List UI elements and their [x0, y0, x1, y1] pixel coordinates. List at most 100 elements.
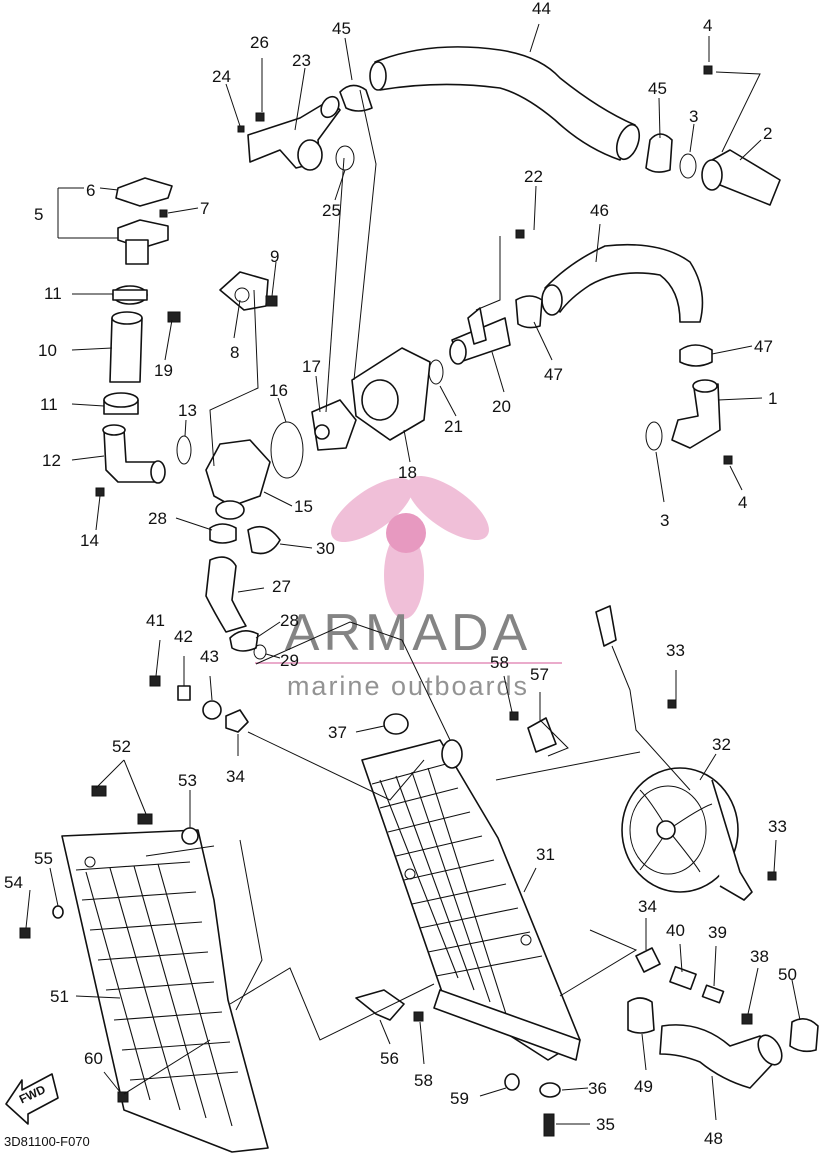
- label-part-10: 10: [38, 341, 57, 360]
- part-33-screw-right: [767, 871, 777, 881]
- label-part-20: 20: [492, 397, 511, 416]
- label-part-13: 13: [178, 401, 197, 420]
- part-35-bolt: [543, 1113, 555, 1137]
- label-part-43: 43: [200, 647, 219, 666]
- label-part-55: 55: [34, 849, 53, 868]
- label-part-40: 40: [666, 921, 685, 940]
- part-36-washer: [539, 1082, 561, 1098]
- label-part-47-mid: 47: [544, 365, 563, 384]
- part-40-collar: [669, 965, 697, 991]
- part-4-screw-top: [703, 65, 713, 75]
- label-part-14: 14: [80, 531, 99, 550]
- part-52-tab: [91, 785, 107, 797]
- part-17-thermostat-valve: [314, 424, 330, 440]
- label-part-60: 60: [84, 1049, 103, 1068]
- part-44-hose: [374, 46, 636, 161]
- part-number-labels: 1 2 3 3 4 4 5 6 7 8 9 10 11 11 12 13 14 …: [4, 0, 797, 1148]
- label-part-50: 50: [778, 965, 797, 984]
- part-32-connector: [595, 605, 617, 647]
- label-part-26: 26: [250, 33, 269, 52]
- part-45-clamp-b: [645, 133, 673, 173]
- part-23-pipe-end-b: [320, 95, 340, 119]
- part-39-spacer: [701, 984, 725, 1004]
- part-1-elbow-top: [692, 379, 718, 393]
- fwd-direction-badge: FWD: [5, 1073, 59, 1125]
- part-34-bracket: [225, 709, 249, 733]
- label-part-38: 38: [750, 947, 769, 966]
- propeller-logo-icon: [331, 475, 489, 619]
- label-part-19: 19: [154, 361, 173, 380]
- part-55-washer: [52, 905, 64, 919]
- label-part-23: 23: [292, 51, 311, 70]
- part-10-hose: [109, 317, 143, 383]
- label-part-31: 31: [536, 845, 555, 864]
- part-45-clamp: [339, 84, 373, 112]
- label-part-42: 42: [174, 627, 193, 646]
- part-44-hose-end-b: [615, 123, 641, 161]
- part-19-bolt: [167, 311, 181, 323]
- label-part-54: 54: [4, 873, 23, 892]
- label-part-5: 5: [34, 205, 43, 224]
- part-4-screw-right: [723, 455, 733, 465]
- part-3-oring-top: [679, 153, 697, 179]
- label-part-17: 17: [302, 357, 321, 376]
- part-7-screw: [159, 209, 168, 218]
- label-part-44: 44: [532, 0, 551, 18]
- part-5-filler-tube: [125, 239, 149, 265]
- label-part-1: 1: [768, 389, 777, 408]
- label-part-56: 56: [380, 1049, 399, 1068]
- label-part-36: 36: [588, 1079, 607, 1098]
- part-28-clamp-b: [229, 630, 259, 652]
- label-part-9: 9: [270, 247, 279, 266]
- label-part-45-right: 45: [648, 79, 667, 98]
- label-part-4-right: 4: [738, 493, 747, 512]
- part-15-housing-outlet: [215, 500, 245, 520]
- label-part-15: 15: [294, 497, 313, 516]
- part-60-screw: [117, 1091, 129, 1103]
- part-41-bolt: [149, 675, 161, 687]
- label-part-48: 48: [704, 1129, 723, 1148]
- label-part-58-bottom: 58: [414, 1071, 433, 1090]
- part-30-clamp: [247, 525, 281, 555]
- part-38-bolt: [741, 1013, 753, 1025]
- part-15-housing: [205, 439, 271, 507]
- part-33-screw-top: [667, 699, 677, 709]
- part-42-collar: [177, 685, 191, 701]
- label-part-28-top: 28: [148, 509, 167, 528]
- part-32-fan: [621, 767, 753, 901]
- label-part-33-right: 33: [768, 817, 787, 836]
- label-part-11-top: 11: [44, 284, 62, 303]
- label-part-37: 37: [328, 723, 347, 742]
- part-13-oring: [176, 435, 192, 465]
- part-14-screw: [95, 487, 105, 497]
- part-8-plate-hole: [234, 287, 250, 303]
- part-11-rubber-bottom-top: [103, 392, 139, 408]
- part-1-elbow: [671, 383, 721, 449]
- part-21-oring: [428, 359, 444, 385]
- part-46-hose-end: [541, 284, 563, 316]
- part-6-cap: [115, 177, 173, 207]
- label-part-34-right: 34: [638, 897, 657, 916]
- part-54-screw: [19, 927, 31, 939]
- watermark-logo: ARMADA marine outboards: [255, 475, 562, 701]
- part-12-elbow-top: [102, 424, 126, 436]
- part-24-screw: [237, 125, 245, 133]
- part-48-hose-end: [757, 1034, 783, 1066]
- label-part-6: 6: [86, 181, 95, 200]
- part-22-screw: [515, 229, 525, 239]
- leader-lines: [25, 23, 801, 1125]
- label-part-59: 59: [450, 1089, 469, 1108]
- parts-drawing: FWD: [5, 23, 819, 1153]
- label-part-7: 7: [200, 199, 209, 218]
- part-20-bracket: [467, 307, 487, 345]
- label-part-24: 24: [212, 67, 231, 86]
- part-9-nut: [265, 295, 278, 307]
- label-part-53: 53: [178, 771, 197, 790]
- label-part-21: 21: [444, 417, 463, 436]
- part-58-screw-bottom: [413, 1011, 424, 1022]
- part-47-clamp: [515, 295, 543, 329]
- label-part-49: 49: [634, 1077, 653, 1096]
- part-8-plate: [219, 271, 269, 311]
- part-51-shroud: [61, 829, 269, 1153]
